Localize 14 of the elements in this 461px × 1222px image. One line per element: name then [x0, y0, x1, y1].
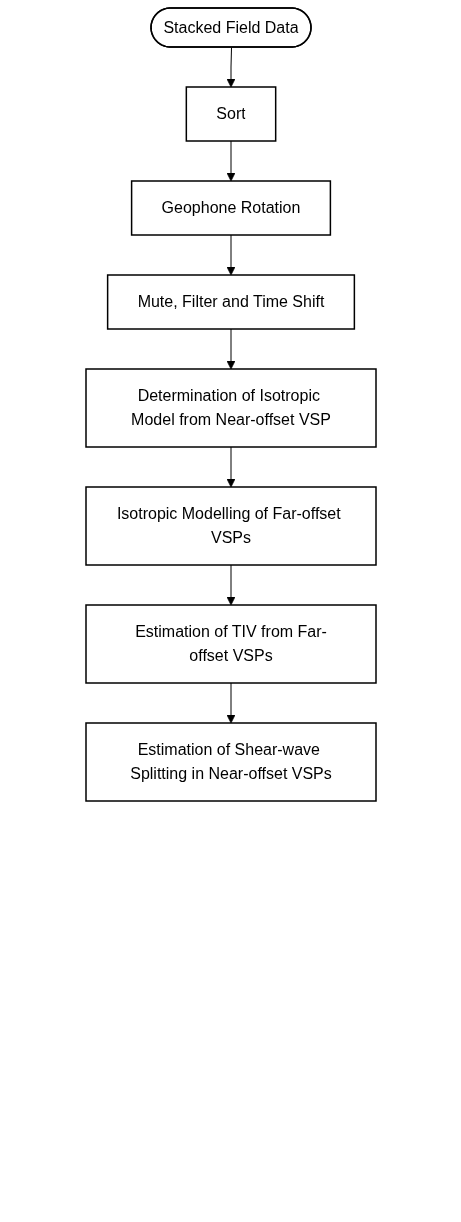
- node-box: Estimation of TIV from Far-offset VSPs: [84, 604, 377, 684]
- arrow: [226, 140, 235, 182]
- arrow: [226, 47, 235, 88]
- node-box: Determination of Isotropic Model from Near-offset VSP: [84, 368, 377, 448]
- node-box: Mute, Filter and Time Shift: [106, 274, 355, 330]
- node-box: Sort: [185, 86, 276, 142]
- arrow: [226, 234, 235, 276]
- arrow: [226, 328, 235, 370]
- arrow: [226, 682, 235, 724]
- node-box: Isotropic Modelling of Far-offset VSPs: [84, 486, 377, 566]
- arrow: [226, 564, 235, 606]
- arrow: [226, 446, 235, 488]
- node-box: Estimation of Shear-wave Splitting in Near-offset VSPs: [84, 722, 377, 802]
- node-box: Geophone Rotation: [130, 180, 331, 236]
